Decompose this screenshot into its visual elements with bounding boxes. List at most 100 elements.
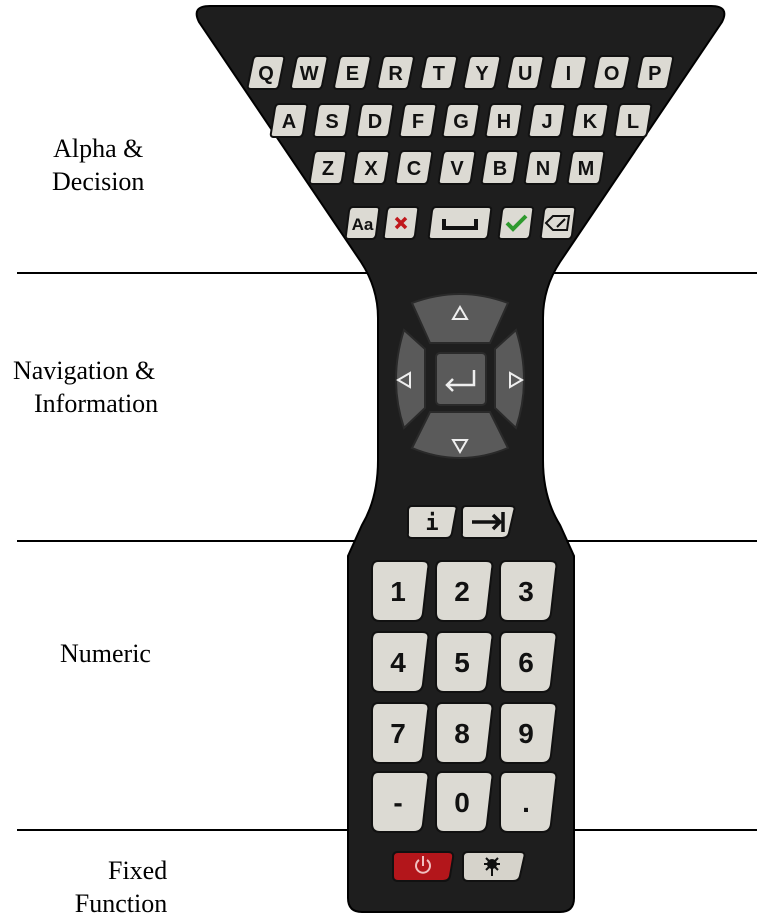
- alpha-key-n[interactable]: N: [523, 150, 563, 185]
- key-label: H: [497, 111, 511, 133]
- case-toggle-button[interactable]: Aa: [344, 206, 381, 240]
- numeric-key-4[interactable]: 4: [371, 631, 430, 693]
- power-button[interactable]: [392, 851, 455, 882]
- power-icon: [415, 856, 431, 874]
- keycap: [269, 103, 309, 138]
- section-label-line: Fixed: [108, 856, 168, 885]
- keycap: [333, 55, 372, 90]
- alpha-key-c[interactable]: C: [394, 150, 434, 185]
- alpha-key-r[interactable]: R: [376, 55, 415, 90]
- alpha-key-v[interactable]: V: [437, 150, 477, 185]
- numeric-key-0[interactable]: 0: [435, 771, 494, 833]
- key-label: K: [583, 111, 598, 133]
- key-label: 3: [518, 576, 534, 607]
- key-label: W: [300, 63, 319, 85]
- left-arrow-icon: [396, 371, 411, 389]
- keycap: [570, 103, 610, 138]
- keycap: [355, 103, 395, 138]
- alpha-key-q[interactable]: Q: [246, 55, 286, 90]
- backspace-button[interactable]: [539, 206, 577, 240]
- keycap: [499, 702, 558, 764]
- key-label: E: [346, 63, 359, 85]
- key-label: Y: [475, 63, 489, 85]
- keycap: [394, 150, 434, 185]
- key-label: V: [450, 158, 464, 180]
- alpha-key-x[interactable]: X: [351, 150, 391, 185]
- key-label: .: [522, 787, 530, 818]
- alpha-key-h[interactable]: H: [484, 103, 524, 138]
- alpha-key-a[interactable]: A: [269, 103, 309, 138]
- keycap: [371, 771, 430, 833]
- alpha-key-g[interactable]: G: [441, 103, 481, 138]
- key-label: D: [368, 111, 382, 133]
- section-label-fixed: Fixed Function: [68, 855, 167, 920]
- section-label-line: Decision: [52, 166, 145, 196]
- enter-icon: [445, 370, 476, 392]
- alpha-key-e[interactable]: E: [333, 55, 372, 90]
- keycap: [527, 103, 567, 138]
- key-label: 5: [454, 647, 470, 678]
- numeric-key-9[interactable]: 9: [499, 702, 558, 764]
- alpha-key-y[interactable]: Y: [462, 55, 502, 90]
- space-button[interactable]: [427, 206, 493, 240]
- numeric-key-2[interactable]: 2: [435, 560, 494, 622]
- key-label: 4: [390, 647, 406, 678]
- keycap: [419, 55, 458, 90]
- alpha-key-u[interactable]: U: [506, 55, 545, 90]
- key-label: 6: [518, 647, 534, 678]
- tab-arrow-icon: [472, 512, 505, 532]
- keycap: [480, 150, 520, 185]
- key-label: N: [536, 158, 550, 180]
- x-mark-icon: [394, 216, 408, 230]
- key-label: I: [566, 63, 572, 85]
- cancel-button[interactable]: [382, 206, 420, 240]
- accept-button[interactable]: [497, 206, 535, 240]
- navigation-pad: [395, 293, 525, 459]
- alpha-key-o[interactable]: O: [592, 55, 631, 90]
- alpha-key-z[interactable]: Z: [308, 150, 348, 185]
- keycap: [635, 55, 674, 90]
- section-label-numeric: Numeric: [60, 638, 151, 671]
- key-label: 9: [518, 718, 534, 749]
- keycap: [549, 55, 588, 90]
- key-label: 2: [454, 576, 470, 607]
- alpha-key-m[interactable]: M: [566, 150, 606, 185]
- numeric-key-8[interactable]: 8: [435, 702, 494, 764]
- info-button[interactable]: [406, 505, 458, 539]
- alpha-key-i[interactable]: I: [549, 55, 588, 90]
- keycap: [506, 55, 545, 90]
- alpha-key-t[interactable]: T: [419, 55, 458, 90]
- key-label: R: [388, 63, 403, 85]
- keycap: [312, 103, 352, 138]
- key-label: B: [493, 158, 507, 180]
- keycap: [290, 55, 329, 90]
- numeric-key-6[interactable]: 6: [499, 631, 558, 693]
- key-label: M: [578, 158, 595, 180]
- numeric-key-3[interactable]: 3: [499, 560, 558, 622]
- numeric-key-5[interactable]: 5: [435, 631, 494, 693]
- nav-enter-button[interactable]: [435, 352, 487, 406]
- key-label: L: [627, 111, 639, 133]
- keycap: [435, 702, 494, 764]
- nav-down-button[interactable]: [410, 411, 510, 459]
- numeric-key-decimal[interactable]: .: [499, 771, 558, 833]
- key-label: 0: [454, 787, 470, 818]
- numeric-key-minus[interactable]: -: [371, 771, 430, 833]
- numeric-key-7[interactable]: 7: [371, 702, 430, 764]
- alpha-key-d[interactable]: D: [355, 103, 395, 138]
- alpha-key-f[interactable]: F: [398, 103, 438, 138]
- numeric-key-1[interactable]: 1: [371, 560, 430, 622]
- info-icon: i: [425, 511, 438, 536]
- alpha-key-l[interactable]: L: [613, 103, 653, 138]
- space-bar-icon: [442, 219, 478, 230]
- alpha-key-k[interactable]: K: [570, 103, 610, 138]
- alpha-key-w[interactable]: W: [290, 55, 329, 90]
- keycap: [613, 103, 653, 138]
- alpha-key-j[interactable]: J: [527, 103, 567, 138]
- key-label: 1: [390, 576, 406, 607]
- keycap: [499, 560, 558, 622]
- alpha-key-b[interactable]: B: [480, 150, 520, 185]
- alpha-key-p[interactable]: P: [635, 55, 674, 90]
- alpha-key-s[interactable]: S: [312, 103, 352, 138]
